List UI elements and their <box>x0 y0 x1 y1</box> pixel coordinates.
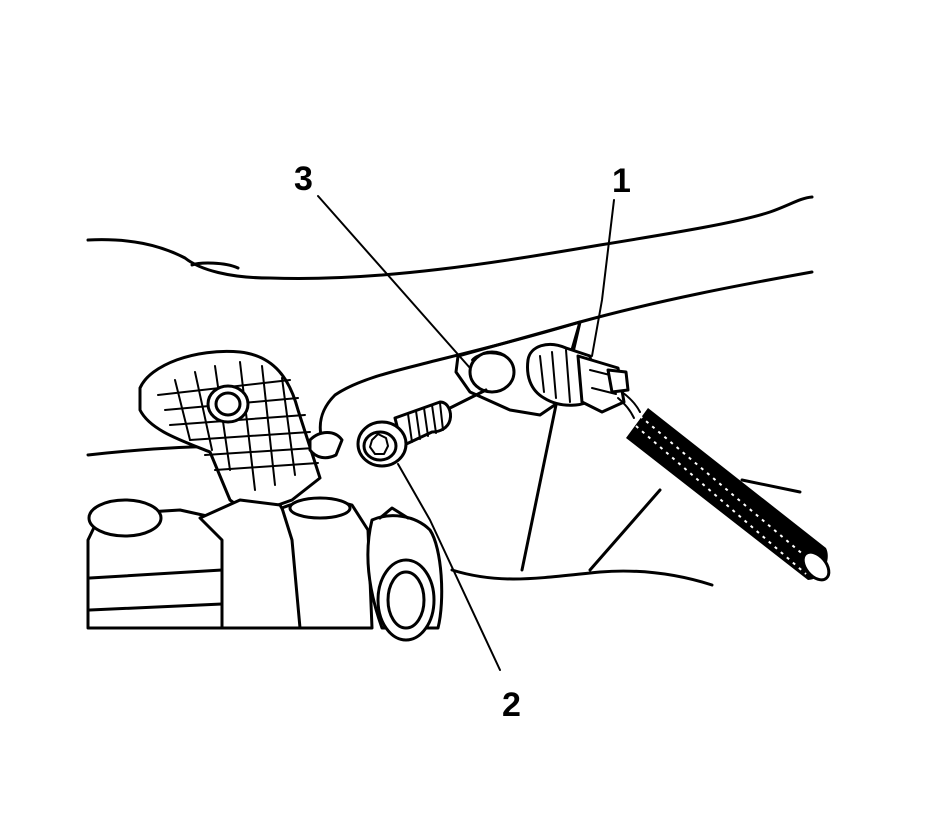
leader-lines <box>317 195 615 671</box>
sensor-electrical-connector <box>526 343 641 419</box>
leader-line-2 <box>397 463 501 671</box>
leader-line-1 <box>591 199 615 357</box>
callout-1-label: 1 <box>612 162 631 200</box>
mesh-bracket <box>138 349 344 517</box>
leader-line-3 <box>317 195 471 369</box>
sensor-bolt <box>356 388 488 468</box>
sensor-mounting-hole <box>468 350 516 394</box>
wiring-conduit <box>626 408 831 582</box>
callout-3-label: 3 <box>294 160 313 198</box>
engine-lower-structures <box>86 496 444 642</box>
callout-2-label: 2 <box>502 686 521 724</box>
